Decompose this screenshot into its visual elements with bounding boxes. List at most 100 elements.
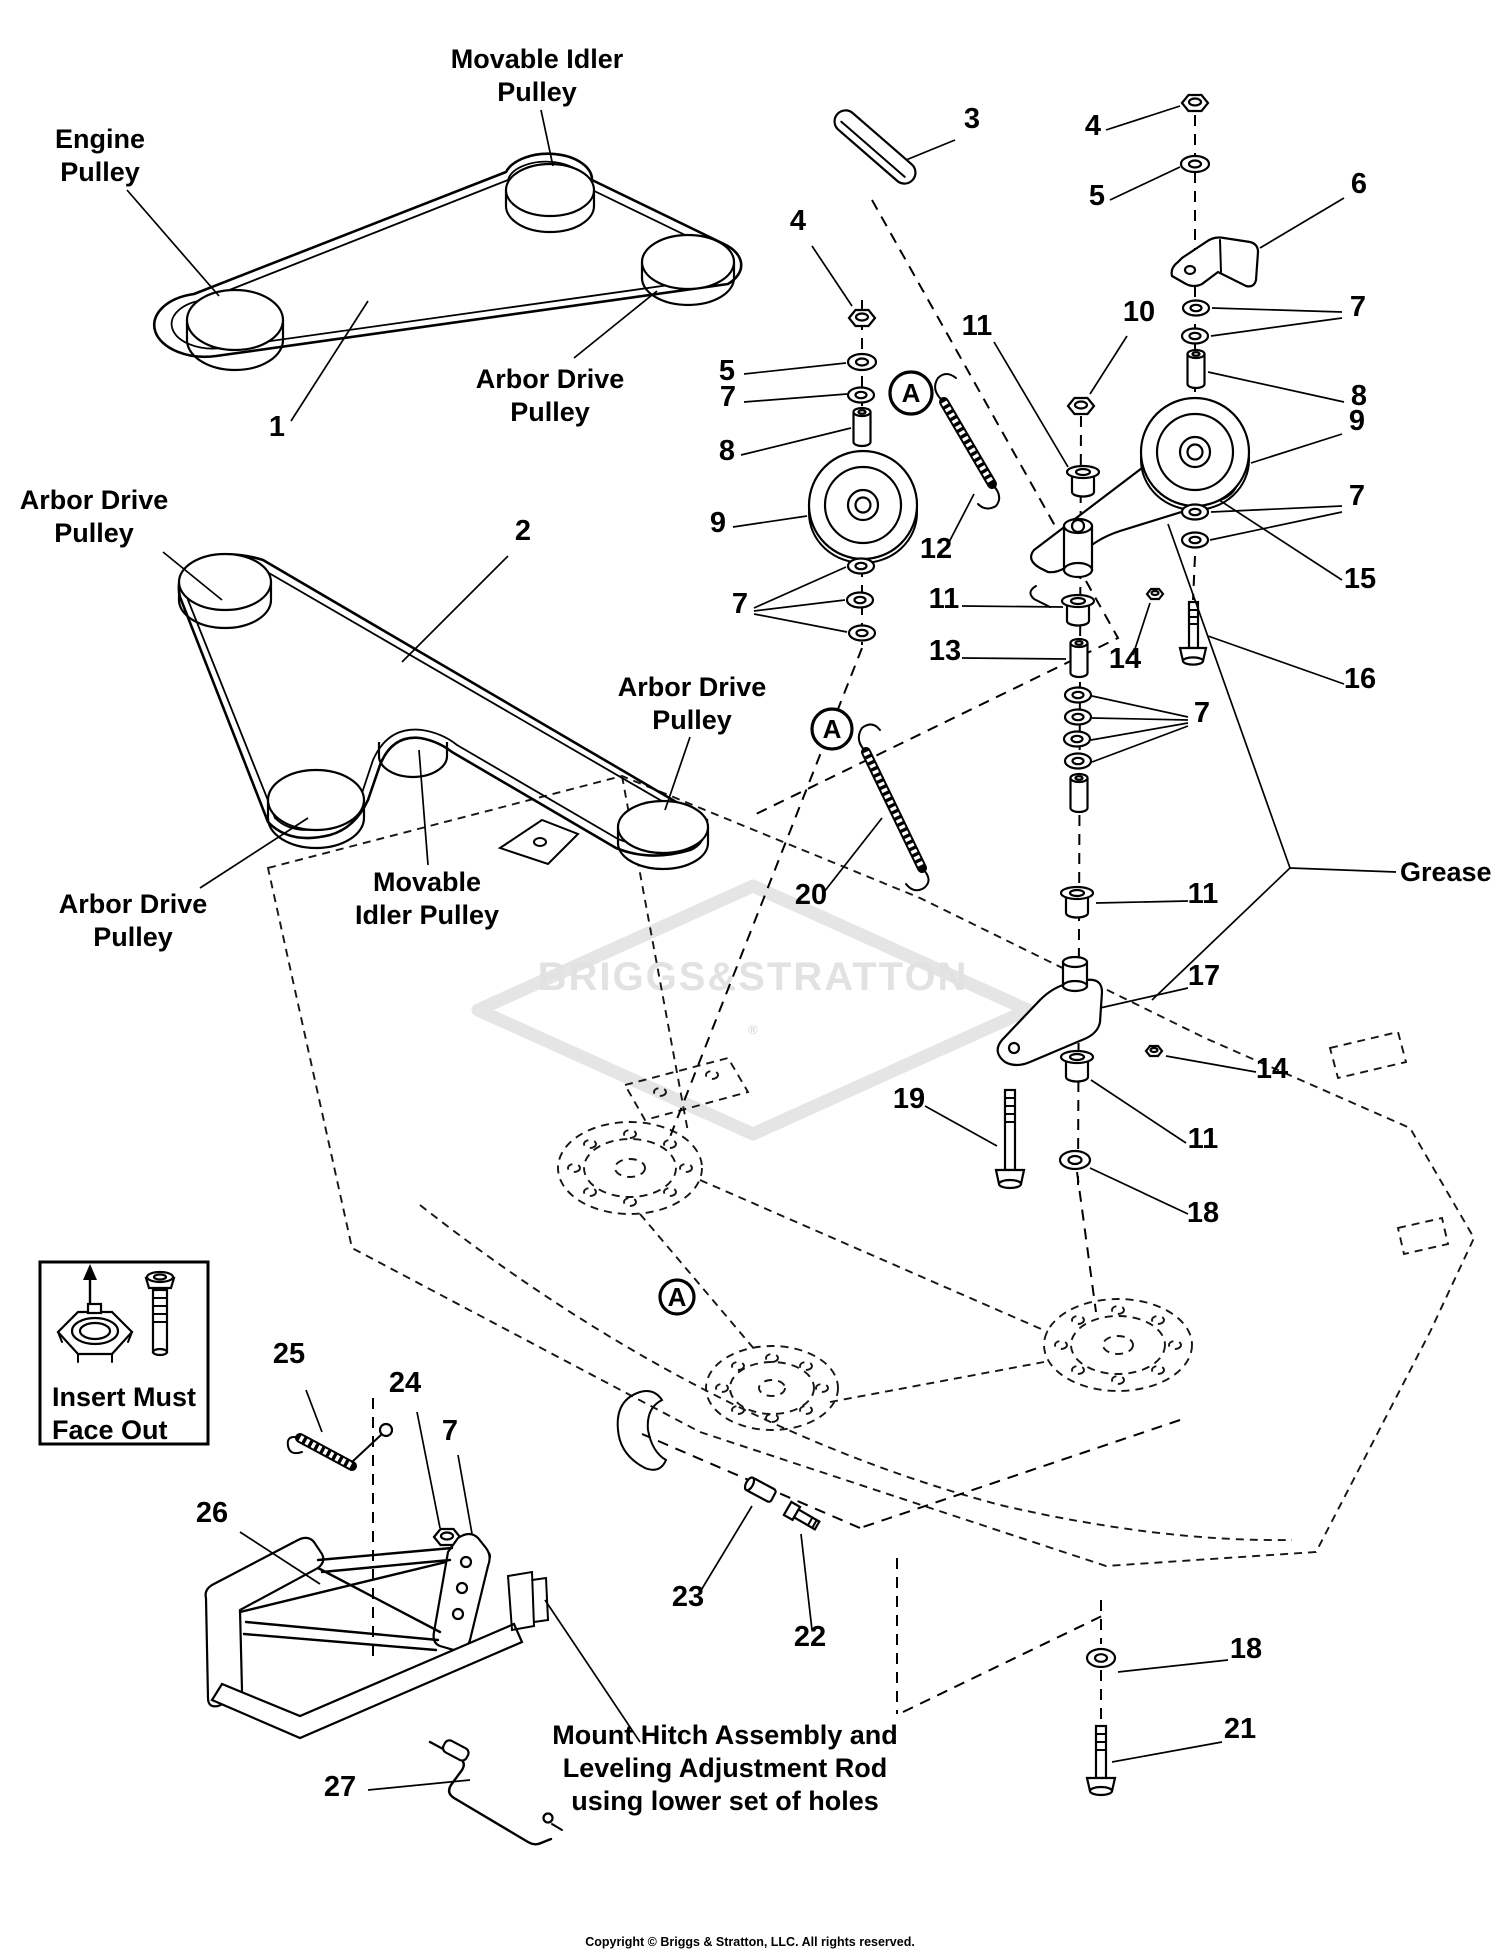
part-16-bolt — [1178, 600, 1208, 666]
bottom-right-hardware — [896, 1558, 1229, 1797]
part-22-bolt — [782, 1500, 821, 1531]
callout-6: 6 — [1351, 168, 1367, 200]
part-8-spacer — [1186, 348, 1206, 390]
insert-note-box — [38, 1260, 210, 1446]
callout-11: 11 — [1188, 1123, 1219, 1155]
callout-11: 11 — [962, 310, 993, 342]
part-14-pin — [1145, 587, 1165, 601]
belt-routing-diagram-1 — [126, 109, 743, 422]
part-4-nut — [847, 308, 877, 328]
part-5-washer — [1179, 154, 1211, 174]
callout-8: 8 — [719, 435, 735, 467]
part-11-bushing — [1065, 464, 1101, 498]
part-7-washer — [1180, 531, 1210, 549]
part-27-leveling-rod — [428, 1739, 563, 1846]
callout-27: 27 — [324, 1771, 356, 1803]
belt-1 — [152, 152, 743, 359]
part-8-spacer — [852, 406, 872, 448]
callout-5: 5 — [719, 355, 735, 387]
svg-text:A: A — [823, 714, 842, 744]
part-7-washer — [1063, 708, 1093, 726]
deck-bracket-right-1 — [1328, 1030, 1408, 1080]
svg-text:A: A — [902, 378, 921, 408]
part-25-spring — [286, 1422, 394, 1471]
callout-1: 1 — [269, 411, 285, 443]
part-6-belt-guide-clip — [1170, 236, 1260, 288]
callout-5: 5 — [1089, 180, 1105, 212]
callout-20: 20 — [795, 879, 827, 911]
part-7-washer — [1180, 327, 1210, 345]
part-11-bushing — [1059, 1049, 1095, 1083]
callout-26: 26 — [196, 1497, 228, 1529]
part-11-bushing — [1060, 593, 1096, 627]
insert-nut-illustration — [56, 1264, 134, 1363]
part-19-bolt — [994, 1088, 1026, 1190]
callout-9: 9 — [1349, 405, 1365, 437]
part-10-nut — [1066, 396, 1096, 416]
callout-14: 14 — [1109, 643, 1141, 675]
callout-25: 25 — [273, 1338, 305, 1370]
watermark-registered-icon: ® — [748, 1022, 758, 1037]
deck-spindle-hub-right — [1043, 1298, 1193, 1392]
callout-17: 17 — [1188, 960, 1220, 992]
part-5-washer — [846, 352, 878, 372]
insert-bolt-illustration — [144, 1270, 176, 1357]
part-11-bushing — [1059, 885, 1095, 919]
hitch-assembly — [38, 1260, 1181, 1846]
deck-hanger-bracket-top — [497, 818, 580, 866]
detail-marker-A: A — [810, 707, 854, 751]
part-7-washer — [1180, 503, 1210, 521]
copyright-line: Copyright © Briggs & Stratton, LLC. All … — [585, 1935, 915, 1949]
callout-4: 4 — [790, 205, 806, 237]
part-13-spacer — [1069, 772, 1089, 814]
callout-11: 11 — [929, 583, 960, 615]
callout-12: 12 — [920, 533, 952, 565]
part-7-washer — [845, 591, 875, 609]
briggs-stratton-watermark: BRIGGS&STRATTON ® — [471, 879, 1035, 1141]
grease-brace-lines — [1151, 523, 1397, 1001]
svg-text:A: A — [668, 1282, 687, 1312]
callout-13: 13 — [929, 635, 961, 667]
watermark-text: BRIGGS&STRATTON — [538, 955, 969, 999]
part-18-washer — [1058, 1149, 1092, 1171]
callout-16: 16 — [1344, 663, 1376, 695]
part-7-washer — [1062, 730, 1092, 748]
belt-routing-diagram-2 — [162, 551, 710, 889]
callout-9: 9 — [710, 507, 726, 539]
callout-8: 8 — [1351, 380, 1367, 412]
part-9-idler-pulley — [807, 449, 919, 565]
callout-19: 19 — [893, 1083, 925, 1115]
callout-7: 7 — [1349, 480, 1365, 512]
exploded-idler-assembly — [667, 93, 1397, 1313]
part-18-washer — [1085, 1647, 1117, 1669]
part-23-spacer — [743, 1476, 777, 1503]
deck-spindle-hub-left — [557, 1121, 703, 1215]
callout-7: 7 — [732, 588, 748, 620]
detail-marker-A: A — [888, 370, 934, 416]
detail-markers: A A A — [658, 370, 934, 1316]
deck-mount-plate — [623, 1056, 750, 1122]
callout-3: 3 — [964, 103, 980, 135]
callout-7: 7 — [720, 381, 736, 413]
callout-7: 7 — [1194, 697, 1210, 729]
label-grease-label: Grease — [1400, 857, 1492, 887]
callout-14: 14 — [1256, 1053, 1288, 1085]
part-12-extension-spring — [934, 373, 1001, 510]
callout-18: 18 — [1230, 1633, 1262, 1665]
callout-22: 22 — [794, 1621, 826, 1653]
callout-11: 11 — [1188, 878, 1219, 910]
part-7-washer — [1063, 752, 1093, 770]
part-26-hitch-bracket — [204, 1532, 550, 1740]
deck-hanger-clip — [616, 1390, 668, 1471]
